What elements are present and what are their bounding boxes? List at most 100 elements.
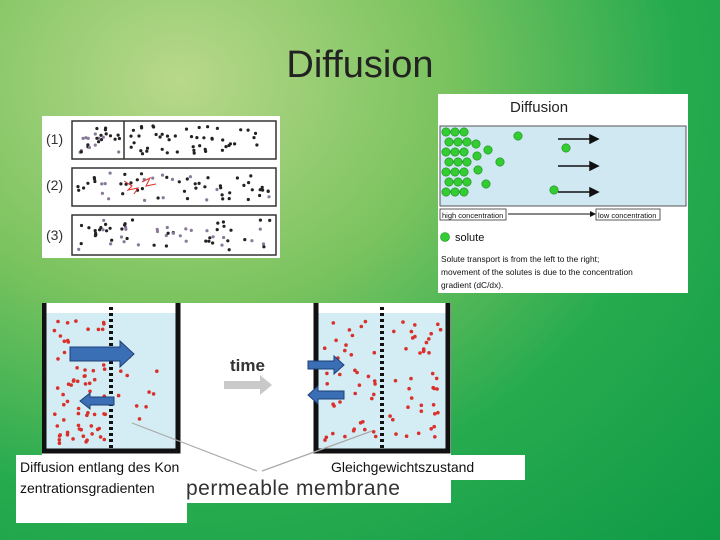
beaker-particle — [324, 435, 329, 440]
tube-particle — [208, 236, 212, 240]
tube-particle — [113, 137, 117, 141]
tube-particle — [117, 136, 121, 141]
tube-particle — [249, 174, 253, 178]
beaker-particle — [418, 351, 422, 355]
beaker-particle — [351, 429, 356, 433]
beaker-particle — [92, 412, 97, 417]
beaker-particle — [87, 381, 92, 386]
solute-particle — [450, 187, 460, 197]
tube-particle — [145, 146, 150, 150]
beaker-particle — [438, 327, 443, 332]
tube-particle — [117, 150, 121, 154]
flow-arrows — [558, 133, 600, 198]
tube-particle — [222, 224, 226, 228]
beaker-particle — [101, 320, 106, 325]
beaker-particle — [332, 404, 336, 408]
beaker-particle — [427, 337, 431, 341]
tube-particle — [119, 235, 124, 239]
tube-particle — [79, 150, 83, 154]
beaker-particle — [75, 366, 79, 370]
tube-particle — [170, 177, 175, 181]
tube-particle — [103, 128, 107, 132]
tube-particle — [104, 222, 108, 226]
tube-particle — [258, 227, 262, 231]
beaker-particle — [373, 382, 377, 386]
beaker-particle — [134, 404, 139, 408]
tube-particle — [258, 218, 262, 222]
high-concentration-box — [439, 208, 507, 221]
beaker-particle — [75, 379, 80, 384]
tube-particle — [220, 148, 224, 152]
tube-particle — [104, 132, 108, 136]
tube-particle — [221, 197, 225, 201]
solute-legend-icon — [440, 232, 450, 242]
beaker-particle — [432, 386, 436, 391]
beaker-particle — [151, 392, 156, 396]
tube-particle — [107, 197, 111, 201]
beaker-particle — [433, 412, 437, 416]
caption-left: Diffusion entlang des Konzentrationsgrad… — [16, 455, 187, 523]
tube-particle — [140, 152, 145, 156]
beaker-particle — [429, 331, 434, 336]
tube-particle — [192, 148, 196, 152]
tube-particle — [103, 182, 107, 186]
description-line-1: Solute transport is from the left to the… — [441, 254, 599, 264]
tube-particle — [184, 239, 188, 243]
tube-particle — [93, 143, 97, 147]
tube-particle — [164, 244, 168, 248]
tube-3 — [71, 214, 277, 256]
pointer-line-left — [131, 422, 258, 472]
beaker-particle — [102, 437, 107, 442]
high-concentration-label: high concentration — [442, 211, 503, 220]
solute-particle — [549, 185, 559, 195]
beaker-particle — [338, 372, 342, 377]
solute-particle — [444, 157, 454, 167]
tube-particle — [198, 144, 202, 148]
tube-particle — [124, 227, 128, 231]
tube-particle — [101, 228, 105, 232]
tube-particle — [139, 172, 144, 176]
tube-particle — [77, 188, 81, 192]
beaker-particle — [413, 334, 417, 339]
tube-particle — [216, 221, 220, 225]
tube-particle — [182, 189, 187, 193]
beaker-particle — [363, 319, 368, 324]
tube-particle — [145, 149, 149, 153]
beaker-particle — [371, 430, 376, 434]
tube-particle — [250, 188, 254, 192]
beaker-particle — [406, 405, 410, 409]
tube-particle — [189, 135, 194, 139]
tube-particle — [246, 197, 250, 202]
tube-particle — [255, 143, 259, 147]
tube-diagram: (1) (2) (3) — [42, 116, 280, 258]
tube-particle — [165, 175, 169, 179]
beaker-particle — [357, 383, 362, 387]
beaker-particle — [413, 323, 417, 327]
beaker-particle — [416, 431, 421, 436]
tube-particle — [206, 125, 210, 129]
tube-particle — [197, 125, 201, 130]
tube-particle — [99, 133, 103, 137]
beaker-particle — [436, 322, 440, 327]
tube-particle — [227, 248, 231, 252]
tube-particle — [161, 196, 165, 200]
tube-particle — [261, 242, 266, 246]
tube-particle — [219, 186, 223, 190]
collision-marks — [123, 176, 157, 195]
tube-particle — [171, 231, 175, 235]
tube-particle — [136, 243, 140, 247]
beaker-particle — [388, 414, 392, 418]
caption-right: Gleichgewichtszustand — [327, 455, 525, 480]
tube-particle — [152, 243, 156, 247]
tube-particle — [93, 229, 97, 233]
beaker-particle — [419, 403, 424, 408]
beaker-particle — [62, 350, 67, 355]
tube-particle — [195, 136, 199, 140]
tube-particle — [220, 243, 224, 247]
solute-particle — [459, 187, 469, 197]
tube-particle — [77, 247, 81, 251]
tube-particle — [79, 223, 84, 228]
tube-particle — [221, 220, 225, 224]
tube-particle — [167, 138, 171, 142]
tube-particle — [82, 186, 86, 190]
